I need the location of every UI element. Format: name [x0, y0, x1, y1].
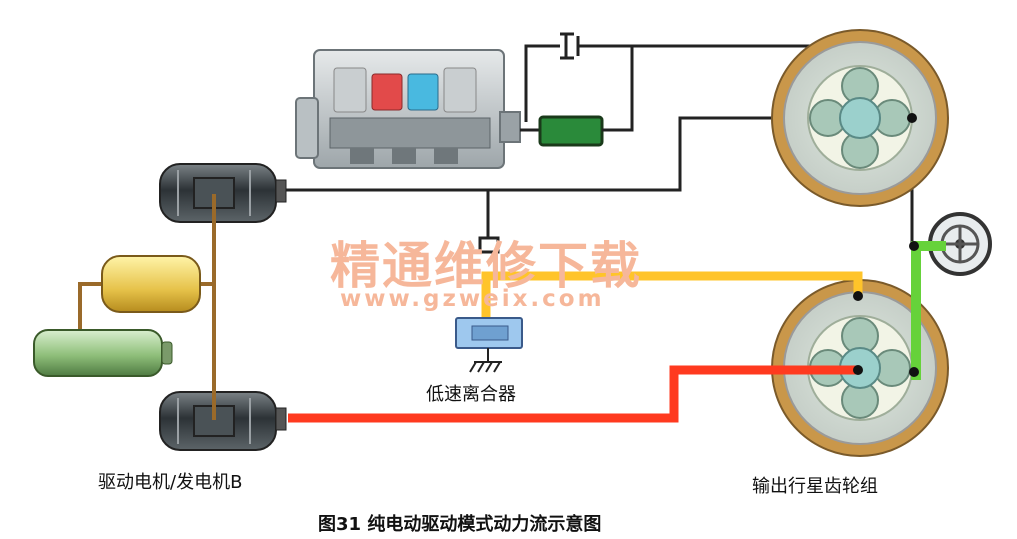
watermark-title: 精通维修下载: [330, 237, 642, 295]
output-power-flow: [909, 241, 946, 380]
upper-planetary-gearset: [771, 29, 949, 207]
low-speed-clutch: [455, 317, 523, 373]
planetary-gearset-label: 输出行星齿轮组: [752, 476, 878, 497]
clutch-power-flow: [481, 271, 863, 330]
low-speed-clutch-label: 低速离合器: [426, 384, 516, 405]
engine-clutch-symbol: [524, 32, 840, 122]
watermark-url: www.gzweix.com: [340, 286, 605, 312]
battery-pack: [33, 329, 173, 377]
upper-motor: [159, 163, 287, 223]
figure-caption: 图31 纯电动驱动模式动力流示意图: [318, 514, 602, 535]
motor-generator-label: 驱动电机/发电机B: [98, 472, 243, 493]
lower-motor: [159, 391, 287, 451]
engine-block: [295, 49, 521, 169]
inverter-tank: [101, 255, 201, 313]
generator-a: [520, 46, 634, 147]
electric-power-flow: [288, 365, 863, 423]
